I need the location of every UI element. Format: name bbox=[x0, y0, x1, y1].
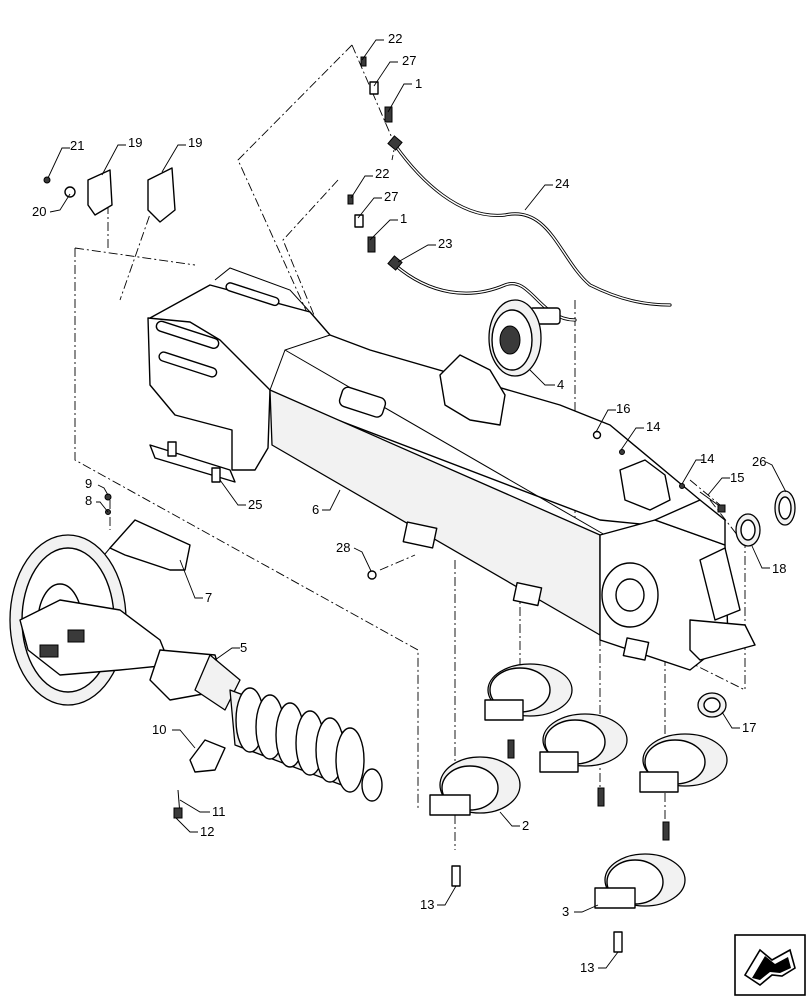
callout-9: 9 bbox=[85, 476, 92, 491]
callout-19-right: 19 bbox=[188, 135, 202, 150]
callout-18: 18 bbox=[772, 561, 786, 576]
roller-b bbox=[539, 713, 628, 773]
bushings bbox=[592, 430, 796, 718]
callout-26: 26 bbox=[752, 454, 766, 469]
callout-23: 23 bbox=[438, 236, 452, 251]
callout-11: 11 bbox=[212, 804, 226, 819]
callout-4: 4 bbox=[557, 377, 564, 392]
roller-a bbox=[484, 663, 573, 721]
callout-14-top: 14 bbox=[646, 419, 660, 434]
callout-20: 20 bbox=[32, 204, 46, 219]
callout-2: 2 bbox=[522, 818, 529, 833]
callout-16: 16 bbox=[616, 401, 630, 416]
callout-13-left: 13 bbox=[420, 897, 434, 912]
callout-8: 8 bbox=[85, 493, 92, 508]
callout-22-mid: 22 bbox=[375, 166, 389, 181]
callout-7: 7 bbox=[205, 590, 212, 605]
callout-10: 10 bbox=[152, 722, 166, 737]
roller-2 bbox=[429, 756, 521, 816]
callout-6: 6 bbox=[312, 502, 319, 517]
callout-25: 25 bbox=[248, 497, 262, 512]
callout-27-mid: 27 bbox=[384, 189, 398, 204]
callout-27-top: 27 bbox=[402, 53, 416, 68]
callout-1-mid: 1 bbox=[400, 211, 407, 226]
roller-3 bbox=[594, 853, 686, 909]
callout-14-low: 14 bbox=[700, 451, 714, 466]
callout-28: 28 bbox=[336, 540, 350, 555]
front-arrow-icon bbox=[734, 934, 806, 996]
carrier-roller bbox=[488, 299, 561, 377]
recoil-spring bbox=[229, 687, 383, 802]
leader-lines bbox=[47, 39, 787, 969]
callout-17: 17 bbox=[742, 720, 756, 735]
callout-12: 12 bbox=[200, 824, 214, 839]
callout-5: 5 bbox=[240, 640, 247, 655]
callout-24: 24 bbox=[555, 176, 569, 191]
callout-labels: 22 27 1 22 27 1 23 24 4 21 20 19 19 25 6… bbox=[32, 31, 786, 975]
callout-13-right: 13 bbox=[580, 960, 594, 975]
callout-3: 3 bbox=[562, 904, 569, 919]
track-frame bbox=[147, 267, 756, 671]
small-hardware bbox=[104, 493, 377, 819]
track-rollers bbox=[429, 663, 728, 953]
callout-1-top: 1 bbox=[415, 76, 422, 91]
callout-22-top: 22 bbox=[388, 31, 402, 46]
plate-25 bbox=[149, 441, 236, 483]
brackets-19 bbox=[43, 167, 176, 223]
roller-c bbox=[639, 733, 728, 793]
idler-recoil-assembly bbox=[9, 534, 383, 802]
callout-21: 21 bbox=[70, 138, 84, 153]
fittings bbox=[347, 56, 393, 253]
hose-24 bbox=[387, 135, 672, 307]
callout-19-left: 19 bbox=[128, 135, 142, 150]
callout-15: 15 bbox=[730, 470, 744, 485]
guard-7 bbox=[99, 519, 191, 571]
